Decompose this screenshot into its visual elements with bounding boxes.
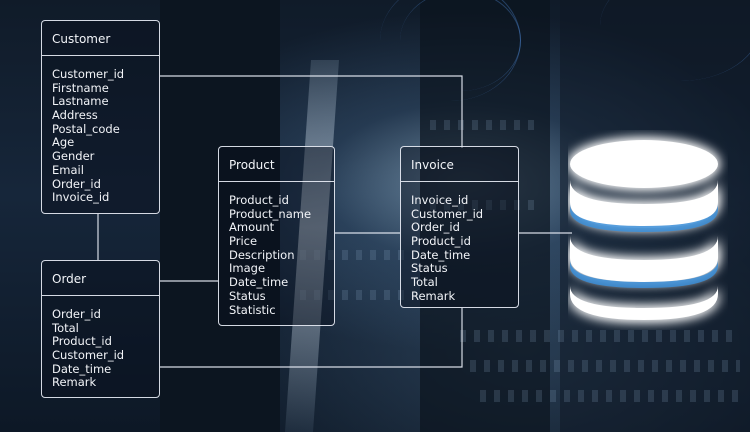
- entity-title: Order: [42, 261, 159, 296]
- field-item: Order_id: [52, 176, 101, 191]
- field-item: Date_time: [229, 275, 289, 290]
- network-cable: [400, 0, 521, 91]
- field-item: Remark: [52, 375, 97, 390]
- server-rack-left: [160, 0, 280, 432]
- entity-product: Product Product_id Product_name Amount P…: [218, 146, 335, 326]
- field-item: Address: [52, 108, 98, 123]
- field-item: Price: [229, 234, 258, 249]
- entity-title: Product: [219, 147, 334, 182]
- field-item: Postal_code: [52, 121, 120, 136]
- entity-invoice: Invoice Invoice_id Customer_id Order_id …: [400, 146, 519, 308]
- field-item: Description: [229, 247, 295, 262]
- field-list: Product_id Product_name Amount Price Des…: [219, 182, 334, 317]
- field-item: Remark: [411, 288, 456, 303]
- field-item: Invoice_id: [411, 193, 469, 207]
- entity-title: Customer: [42, 21, 159, 56]
- field-item: Image: [229, 261, 266, 276]
- field-item: Total: [411, 275, 438, 290]
- field-item: Invoice_id: [52, 190, 110, 205]
- field-list: Customer_id Firstname Lastname Address P…: [42, 56, 159, 205]
- rack-slot: [480, 390, 740, 402]
- field-item: Status: [411, 261, 448, 276]
- field-item: Firstname: [52, 80, 109, 95]
- field-item: Product_id: [52, 334, 112, 349]
- field-item: Order_id: [52, 307, 101, 321]
- entity-order: Order Order_id Total Product_id Customer…: [41, 260, 160, 398]
- field-item: Statistic: [229, 302, 276, 317]
- connector-order-invoice: [160, 308, 463, 368]
- field-item: Lastname: [52, 94, 109, 109]
- field-item: Status: [229, 288, 266, 303]
- rack-slot: [430, 200, 540, 210]
- field-item: Product_name: [229, 206, 312, 221]
- field-item: Gender: [52, 149, 95, 164]
- field-item: Product_id: [411, 234, 471, 249]
- field-item: Date_time: [52, 361, 112, 376]
- field-item: Order_id: [411, 220, 460, 235]
- field-item: Customer_id: [52, 348, 125, 363]
- field-list: Invoice_id Customer_id Order_id Product_…: [401, 182, 518, 304]
- field-list: Order_id Total Product_id Customer_id Da…: [42, 296, 159, 390]
- field-item: Amount: [229, 220, 275, 235]
- rack-slot: [430, 120, 540, 130]
- field-item: Total: [52, 320, 79, 335]
- rack-slot: [300, 290, 410, 300]
- database-icon: [570, 140, 718, 320]
- rack-slot: [460, 330, 740, 342]
- field-item: Product_id: [229, 193, 289, 207]
- field-item: Date_time: [411, 247, 471, 262]
- rack-slot: [470, 360, 740, 372]
- rack-slot: [300, 250, 410, 260]
- entity-title: Invoice: [401, 147, 518, 182]
- field-item: Email: [52, 162, 84, 177]
- field-item: Customer_id: [52, 67, 125, 81]
- connector-customer-invoice: [160, 75, 463, 148]
- field-item: Age: [52, 135, 75, 150]
- field-item: Customer_id: [411, 206, 484, 221]
- entity-customer: Customer Customer_id Firstname Lastname …: [41, 20, 160, 214]
